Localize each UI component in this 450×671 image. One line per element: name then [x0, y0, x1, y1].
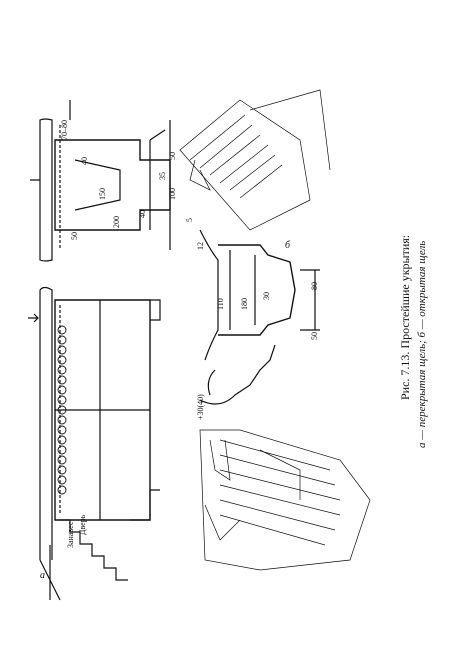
dim-a-7: 50	[70, 232, 79, 240]
dim-b-0: 12	[196, 242, 205, 250]
dim-a-4: 100	[168, 188, 177, 200]
covered-trench-perspective-sketch	[199, 429, 371, 571]
figure-label-a: а	[40, 570, 45, 581]
annotation-curtain: Занавес	[66, 521, 75, 548]
open-trench-perspective-sketch	[179, 89, 331, 231]
dim-a-0: 70–80	[60, 120, 69, 140]
annotation-door: Дверь	[78, 514, 87, 535]
figure-label-b: б	[285, 240, 291, 251]
figure-caption-subtitle: а — перекрытая щель; б — открытая щель	[416, 240, 428, 448]
dim-a-8: 5	[185, 218, 194, 222]
dim-a-9: 50	[168, 152, 177, 160]
dim-b-2: 110	[216, 298, 225, 310]
dim-b-1: +30(40)	[196, 394, 205, 420]
dim-b-4: 180	[240, 298, 249, 310]
open-trench-section	[199, 229, 320, 405]
figure-caption-title: Рис. 7.13. Простейшие укрытия:	[398, 234, 412, 400]
dim-b-6: 50	[310, 332, 319, 340]
dim-a-3: 35	[158, 172, 167, 180]
covered-trench-cross-section	[30, 100, 171, 262]
dim-a-1: 40	[80, 157, 89, 165]
dim-b-3: 30	[262, 292, 271, 300]
dim-a-2: 150	[98, 188, 107, 200]
dim-a-5: 40	[138, 210, 147, 218]
covered-trench-section	[28, 286, 161, 601]
dim-b-5: 80	[310, 282, 319, 290]
dim-a-6: 200	[112, 216, 121, 228]
